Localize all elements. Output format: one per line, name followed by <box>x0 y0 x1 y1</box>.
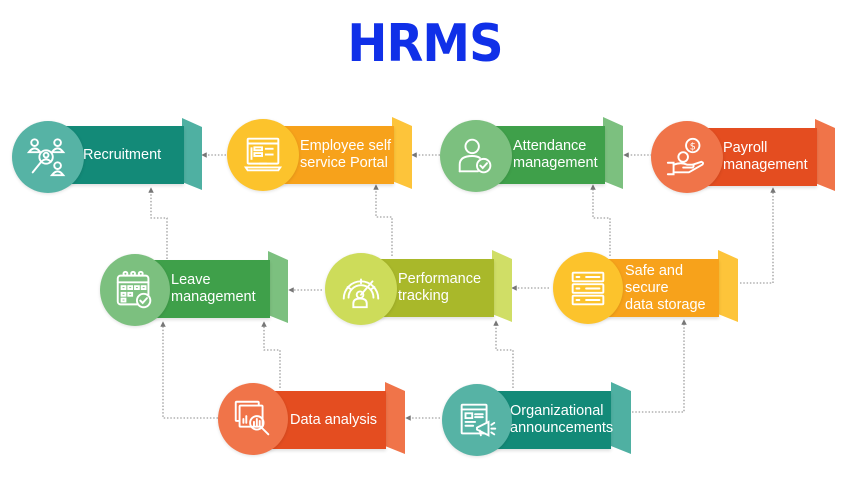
ribbon-flap <box>182 118 202 190</box>
node-label-line1: Organizational <box>510 403 604 419</box>
node-label-line1: Safe and secure <box>625 262 684 296</box>
ribbon-flap <box>603 117 623 189</box>
ribbon-flap <box>268 251 288 323</box>
ribbon-flap <box>611 382 631 454</box>
node-label-line1: Employee self <box>300 138 392 154</box>
node-label-line1: Payroll <box>723 140 768 156</box>
server-stack-icon <box>553 252 623 324</box>
recruitment-search-people-icon <box>12 121 84 193</box>
node-label-line2: tracking <box>398 288 449 304</box>
node-label-line2: data storage <box>625 296 706 313</box>
portal-screen-icon <box>227 119 299 191</box>
node-label: Data analysis <box>290 411 378 428</box>
node-label-line1: Leave <box>171 272 211 288</box>
node-label-line2: announcements <box>510 420 614 436</box>
hand-coins-icon: $ <box>651 121 723 193</box>
ribbon-flap <box>392 117 412 189</box>
node-label-line1: Attendance <box>513 138 587 154</box>
node-label-line2: management <box>723 157 808 173</box>
node-label-box: Safe and secure data storage <box>597 259 719 317</box>
svg-text:$: $ <box>690 141 696 152</box>
chart-magnifier-icon <box>218 383 288 455</box>
ribbon-flap <box>385 382 405 454</box>
document-megaphone-icon <box>442 384 512 456</box>
node-label-line1: Performance <box>398 271 482 287</box>
node-label-line2: management <box>171 289 256 305</box>
gauge-person-icon <box>325 253 397 325</box>
node-label-box: Recruitment <box>60 126 184 184</box>
calendar-check-icon <box>100 254 170 326</box>
node-label-line2: management <box>513 155 598 171</box>
ribbon-flap <box>718 250 738 322</box>
node-label: Recruitment <box>83 146 162 163</box>
page-title: HRMS <box>347 14 503 74</box>
node-label-line2: service Portal <box>300 155 388 171</box>
ribbon-flap <box>815 119 835 191</box>
user-check-icon <box>440 120 512 192</box>
ribbon-flap <box>492 250 512 322</box>
